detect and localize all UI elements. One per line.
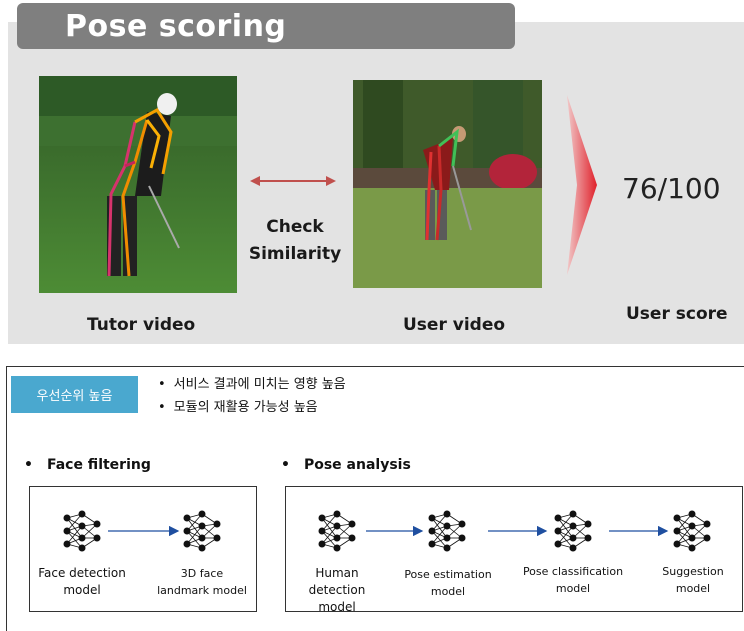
model-label-line: Human detection — [308, 566, 366, 597]
model-label-line: Pose classification — [522, 565, 624, 578]
neural-network-icon — [554, 510, 592, 552]
model-label-line: model — [555, 582, 591, 595]
flow-arrow — [488, 526, 548, 536]
flow-arrow — [609, 526, 669, 536]
face-filtering-heading: •Face filtering — [24, 457, 151, 473]
title-banner: Pose scoring — [17, 3, 515, 49]
tutor-video-caption: Tutor video — [87, 315, 196, 335]
flow-arrow — [366, 526, 424, 536]
pose-analysis-title: Pose analysis — [303, 457, 411, 473]
user-video-frame — [353, 80, 542, 288]
check-similarity-label: Check Similarity — [248, 217, 342, 264]
page-title: Pose scoring — [65, 9, 287, 44]
face-filtering-title: Face filtering — [46, 457, 151, 473]
neural-network-icon — [428, 510, 466, 552]
model-label-pose-estimation: Pose estimation model — [400, 566, 496, 600]
model-pipeline-panel — [6, 366, 744, 631]
priority-bullet-2-text: 모듈의 재활용 가능성 높음 — [173, 400, 318, 415]
pose-analysis-box — [285, 486, 743, 612]
neural-network-icon — [183, 510, 221, 552]
priority-bullet-2: •모듈의 재활용 가능성 높음 — [158, 400, 318, 415]
user-video-caption: User video — [403, 315, 506, 335]
model-label-line: Pose estimation — [404, 568, 492, 581]
score-value: 76/100 — [622, 172, 721, 205]
model-label-line: 3D face — [180, 567, 224, 580]
model-label-line: Suggestion model — [662, 565, 724, 595]
tutor-video-frame — [39, 76, 237, 293]
user-score-caption: User score — [626, 304, 728, 324]
neural-network-icon — [673, 510, 711, 552]
priority-bullet-1: •서비스 결과에 미치는 영향 높음 — [158, 377, 346, 392]
model-label-suggestion: Suggestion model — [645, 563, 741, 597]
model-label-pose-classification: Pose classification model — [518, 563, 628, 597]
model-label-line: landmark model — [157, 584, 247, 597]
model-label-line: model — [430, 585, 466, 598]
model-label-3d-face: 3D face landmark model — [152, 565, 252, 599]
flow-arrow — [108, 526, 180, 536]
neural-network-icon — [318, 510, 356, 552]
model-label-line: model — [63, 583, 101, 597]
model-label-line: Face detection — [38, 566, 126, 580]
tutor-video[interactable] — [39, 76, 237, 293]
model-label-line: model — [318, 600, 356, 614]
score-chevron-icon — [567, 95, 597, 275]
user-video[interactable] — [353, 80, 542, 288]
model-label-human-detection: Human detection model — [288, 565, 386, 616]
face-filtering-box — [29, 486, 257, 612]
neural-network-icon — [63, 510, 101, 552]
pose-analysis-heading: •Pose analysis — [281, 457, 411, 473]
model-label-face-detection: Face detection model — [30, 565, 134, 599]
compare-double-arrow — [250, 176, 336, 186]
priority-bullet-1-text: 서비스 결과에 미치는 영향 높음 — [173, 377, 346, 392]
priority-badge: 우선순위 높음 — [11, 376, 138, 413]
